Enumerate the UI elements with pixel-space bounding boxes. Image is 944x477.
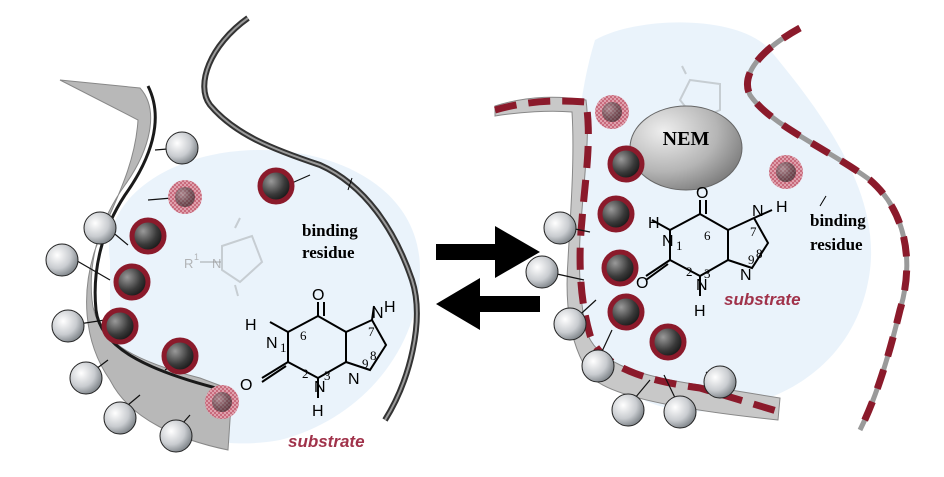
- right-ribbon-dashed-edge: [494, 97, 782, 416]
- faded-r1-label: R: [184, 256, 193, 271]
- faded-n-label: N: [212, 256, 221, 271]
- red-ringed-residue: [607, 145, 645, 183]
- left-h3-label: H: [312, 403, 324, 420]
- right-substrate-molecule: [645, 200, 773, 296]
- grey-residue: [69, 361, 103, 395]
- right-substrate-label: substrate: [724, 290, 801, 309]
- right-h3-label: H: [694, 303, 706, 320]
- left-n9-atom: N: [348, 371, 360, 388]
- left-ribbon-edge: [93, 85, 233, 394]
- left-o-top: O: [312, 287, 324, 304]
- red-ringed-residue: [607, 293, 645, 331]
- left-binding-label-line2: residue: [302, 243, 355, 262]
- grey-residue: [525, 255, 559, 289]
- left-n2-number: 2: [302, 366, 309, 381]
- red-ringed-residue: [597, 195, 635, 233]
- left-n3-number: 3: [324, 368, 331, 383]
- grey-residue: [663, 395, 697, 429]
- red-ringed-residue: [161, 337, 199, 375]
- left-n1-number: 1: [280, 340, 287, 355]
- grey-residue: [581, 349, 615, 383]
- grey-residue: [51, 309, 85, 343]
- right-backbone-dashed: [743, 24, 911, 432]
- red-ringed-residue: [601, 249, 639, 287]
- grey-residue: [611, 393, 645, 427]
- left-red-residues: [101, 167, 295, 375]
- left-n1-atom: N: [266, 335, 278, 352]
- left-o-bottom: O: [240, 377, 252, 394]
- right-n2-number: 2: [686, 264, 693, 279]
- reverse-arrow: [436, 278, 540, 330]
- red-ringed-residue: [101, 307, 139, 345]
- nem-label: NEM: [663, 128, 710, 150]
- left-binding-label-line1: binding: [302, 221, 358, 240]
- red-ringed-residue: [129, 217, 167, 255]
- left-ribbon-strand: [59, 79, 233, 451]
- right-n3-atom: N: [696, 277, 708, 294]
- right-binding-label-line1: binding: [810, 211, 866, 230]
- left-faded-maleimide: [200, 217, 264, 297]
- right-n7-atom: N: [752, 203, 764, 220]
- left-substrate-label: substrate: [288, 432, 365, 451]
- right-grey-residues: [525, 211, 737, 429]
- right-n3-number: 3: [704, 266, 711, 281]
- right-n9-atom: N: [740, 267, 752, 284]
- grey-residue: [703, 365, 737, 399]
- left-n9-number: 9: [362, 356, 369, 371]
- grey-residue: [165, 131, 199, 165]
- right-o-bottom: O: [636, 275, 648, 292]
- red-ringed-residue: [257, 167, 295, 205]
- grey-residue: [103, 401, 137, 435]
- faded-r1-superscript: 1: [194, 252, 199, 262]
- left-n3-atom: N: [314, 379, 326, 396]
- grey-residue: [159, 419, 193, 453]
- right-n1-atom: N: [662, 233, 674, 250]
- left-n8-number: 8: [370, 348, 377, 363]
- red-ringed-residue: [113, 263, 151, 301]
- left-grey-residues: [45, 131, 199, 453]
- left-n6-number: 6: [300, 328, 307, 343]
- equilibrium-arrows: [436, 226, 540, 330]
- grey-residue: [83, 211, 117, 245]
- right-n8-number: 8: [756, 246, 763, 261]
- grey-residue: [45, 243, 79, 277]
- right-h-label: H: [648, 215, 660, 232]
- right-h7-label: H: [776, 199, 788, 216]
- left-h7-label: H: [384, 299, 396, 316]
- right-n9-number: 9: [748, 252, 755, 267]
- right-o-top: O: [696, 185, 708, 202]
- right-n7-number: 7: [750, 224, 757, 239]
- right-binding-label-line2: residue: [810, 235, 863, 254]
- forward-arrow: [436, 226, 540, 278]
- left-substrate-molecule: [261, 302, 388, 398]
- left-h-label: H: [245, 317, 257, 334]
- right-n6-number: 6: [704, 228, 711, 243]
- grey-residue: [553, 307, 587, 341]
- right-n1-number: 1: [676, 238, 683, 253]
- left-panel: R 1 N binding residue H N 1 6 O N 7 H 2 …: [45, 15, 421, 453]
- left-n7-atom: N: [372, 305, 384, 322]
- left-n7-number: 7: [368, 324, 375, 339]
- right-red-residues: [597, 145, 687, 361]
- grey-residue: [543, 211, 577, 245]
- red-ringed-residue: [649, 323, 687, 361]
- right-panel: NEM H N 1 6 O N 7 H 2 O N: [494, 22, 911, 432]
